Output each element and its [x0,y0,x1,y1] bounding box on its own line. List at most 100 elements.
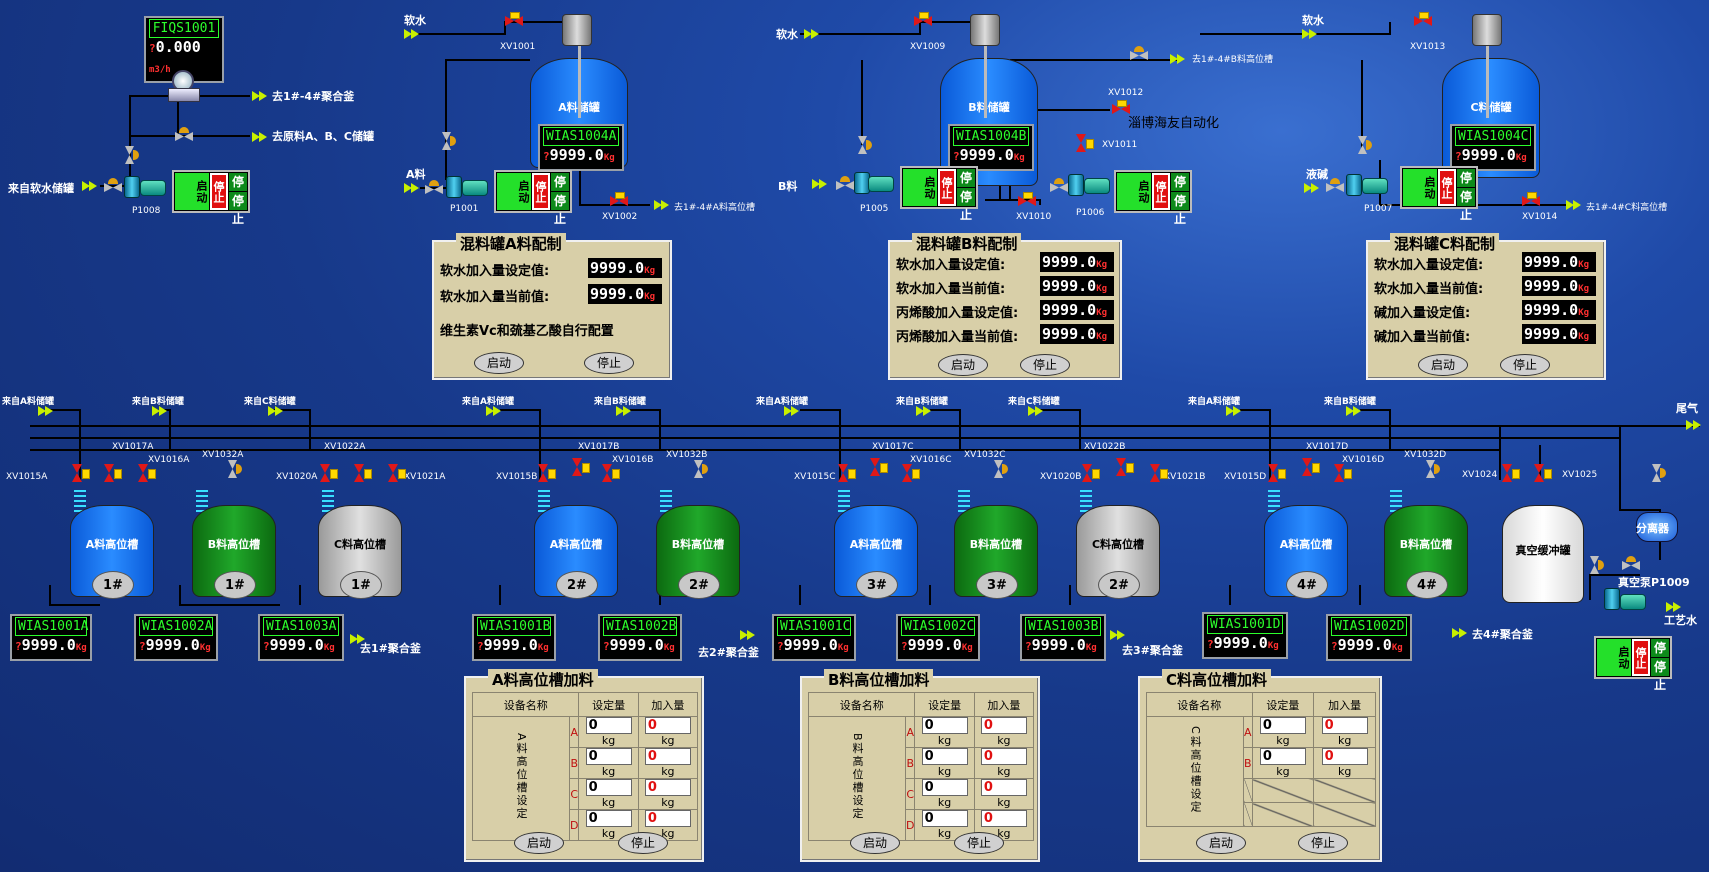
valve-xv1017b[interactable] [572,458,590,476]
valve-xv1021b[interactable] [1150,464,1168,482]
set-input[interactable]: 0 [921,717,968,734]
pump-p1006-control[interactable]: 停止 启动 停止 停止 [1114,170,1192,226]
manual-valve-icon[interactable] [125,146,139,164]
manual-valve-icon[interactable] [175,127,193,141]
pump-p1007-control[interactable]: 停止 启动 停止 停止 [1400,166,1478,222]
feed-a-stop-button[interactable]: 停止 [618,832,668,854]
mix-b-start-button[interactable]: 启动 [938,354,988,376]
set-input[interactable]: 0 [585,810,632,827]
start-button[interactable]: 启动 [497,173,531,210]
valve-xv1032a[interactable] [228,460,242,478]
set-input[interactable]: 0 [585,779,632,796]
feed-a-start-button[interactable]: 启动 [514,832,564,854]
valve-xv1016d[interactable] [1334,464,1352,482]
valve-xv1022a[interactable] [354,464,372,482]
valve-xv1010[interactable] [1018,192,1044,206]
stop-button[interactable]: 停止 [1152,173,1170,210]
add-input[interactable]: 0 [980,748,1027,765]
start-button[interactable]: 启动 [903,169,937,206]
manual-valve-icon[interactable] [104,178,122,192]
add-input[interactable]: 0 [644,810,691,827]
valve-xv1024[interactable] [1502,464,1520,482]
set-input[interactable]: 0 [1259,748,1306,765]
add-input[interactable]: 0 [644,717,691,734]
pump-p1005-control[interactable]: 停止 启动 停止 停止 [900,166,978,222]
valve-xv1032d[interactable] [1426,460,1440,478]
set-input[interactable]: 0 [921,810,968,827]
valve-xv1016b[interactable] [602,464,620,482]
valve-xv1017d[interactable] [1302,458,1320,476]
pump-p1008-icon[interactable] [140,180,166,196]
pump-motor-icon[interactable] [1346,174,1362,196]
add-input[interactable]: 0 [980,717,1027,734]
manual-valve-icon[interactable] [836,176,854,190]
add-input[interactable]: 0 [980,810,1027,827]
manual-valve-icon[interactable] [1050,178,1068,192]
valve-xv1011[interactable] [1076,134,1094,152]
add-input[interactable]: 0 [980,779,1027,796]
set-input[interactable]: 0 [1259,717,1306,734]
valve-xv1017c[interactable] [870,458,888,476]
manual-valve-icon[interactable] [1590,556,1604,574]
pump-motor-icon[interactable] [446,176,462,198]
set-input[interactable]: 0 [585,748,632,765]
manual-valve-icon[interactable] [1326,178,1344,192]
pump-p1001-icon[interactable] [462,180,488,196]
manual-valve-icon[interactable] [858,136,872,154]
stop-button[interactable]: 停止 [1632,639,1650,676]
valve-xv1013[interactable] [1414,12,1442,26]
pump-motor-icon[interactable] [1604,588,1620,610]
set-input[interactable]: 0 [921,779,968,796]
add-input[interactable]: 0 [644,748,691,765]
valve-xv1025[interactable] [1534,464,1552,482]
mix-a-stop-button[interactable]: 停止 [584,352,634,374]
set-input[interactable]: 0 [921,748,968,765]
mix-b-stop-button[interactable]: 停止 [1020,354,1070,376]
start-button[interactable]: 启动 [175,173,209,210]
valve-xv1015b[interactable] [538,464,556,482]
manual-valve-icon[interactable] [425,180,443,194]
valve-xv1015d[interactable] [1268,464,1286,482]
valve-xv1032b[interactable] [694,460,708,478]
vacuum-pump-control[interactable]: 停止 启动 停止 停止 [1594,636,1672,692]
valve-xv1002[interactable] [610,192,636,206]
manual-valve-icon[interactable] [1652,464,1666,482]
add-input[interactable]: 0 [1321,717,1368,734]
manual-valve-icon[interactable] [442,132,456,150]
valve-xv1012[interactable] [1112,100,1136,114]
manual-valve-icon[interactable] [1130,46,1148,60]
set-input[interactable]: 0 [585,717,632,734]
pump-p1008-control[interactable]: 停止 启动 停止 停止 [172,170,250,226]
start-button[interactable]: 启动 [1117,173,1151,210]
stop-button[interactable]: 停止 [210,173,228,210]
pump-p1001-control[interactable]: 停止 启动 停止 停止 [494,170,572,226]
manual-valve-icon[interactable] [1622,556,1640,570]
valve-xv1020a[interactable] [320,464,338,482]
start-button[interactable]: 启动 [1403,169,1437,206]
valve-xv1001[interactable] [505,12,533,26]
pump-p1005-icon[interactable] [868,176,894,192]
valve-xv1015a[interactable] [72,464,90,482]
stop-button[interactable]: 停止 [1438,169,1456,206]
manual-valve-icon[interactable] [1358,136,1372,154]
pump-motor-icon[interactable] [1068,174,1084,196]
feed-b-stop-button[interactable]: 停止 [954,832,1004,854]
feed-c-start-button[interactable]: 启动 [1196,832,1246,854]
start-button[interactable]: 启动 [1597,639,1631,676]
valve-xv1022b[interactable] [1116,458,1134,476]
valve-xv1016a[interactable] [138,464,156,482]
pump-motor-icon[interactable] [124,176,140,198]
valve-xv1032c[interactable] [994,460,1008,478]
pump-p1006-icon[interactable] [1084,178,1110,194]
add-input[interactable]: 0 [1321,748,1368,765]
valve-xv1017a[interactable] [104,464,122,482]
mix-c-start-button[interactable]: 启动 [1418,354,1468,376]
valve-xv1009[interactable] [914,12,942,26]
valve-xv1021a[interactable] [388,464,406,482]
vacuum-pump-icon[interactable] [1620,594,1646,610]
mix-a-start-button[interactable]: 启动 [474,352,524,374]
add-input[interactable]: 0 [644,779,691,796]
stop-button[interactable]: 停止 [938,169,956,206]
feed-c-stop-button[interactable]: 停止 [1298,832,1348,854]
valve-xv1020b[interactable] [1082,464,1100,482]
